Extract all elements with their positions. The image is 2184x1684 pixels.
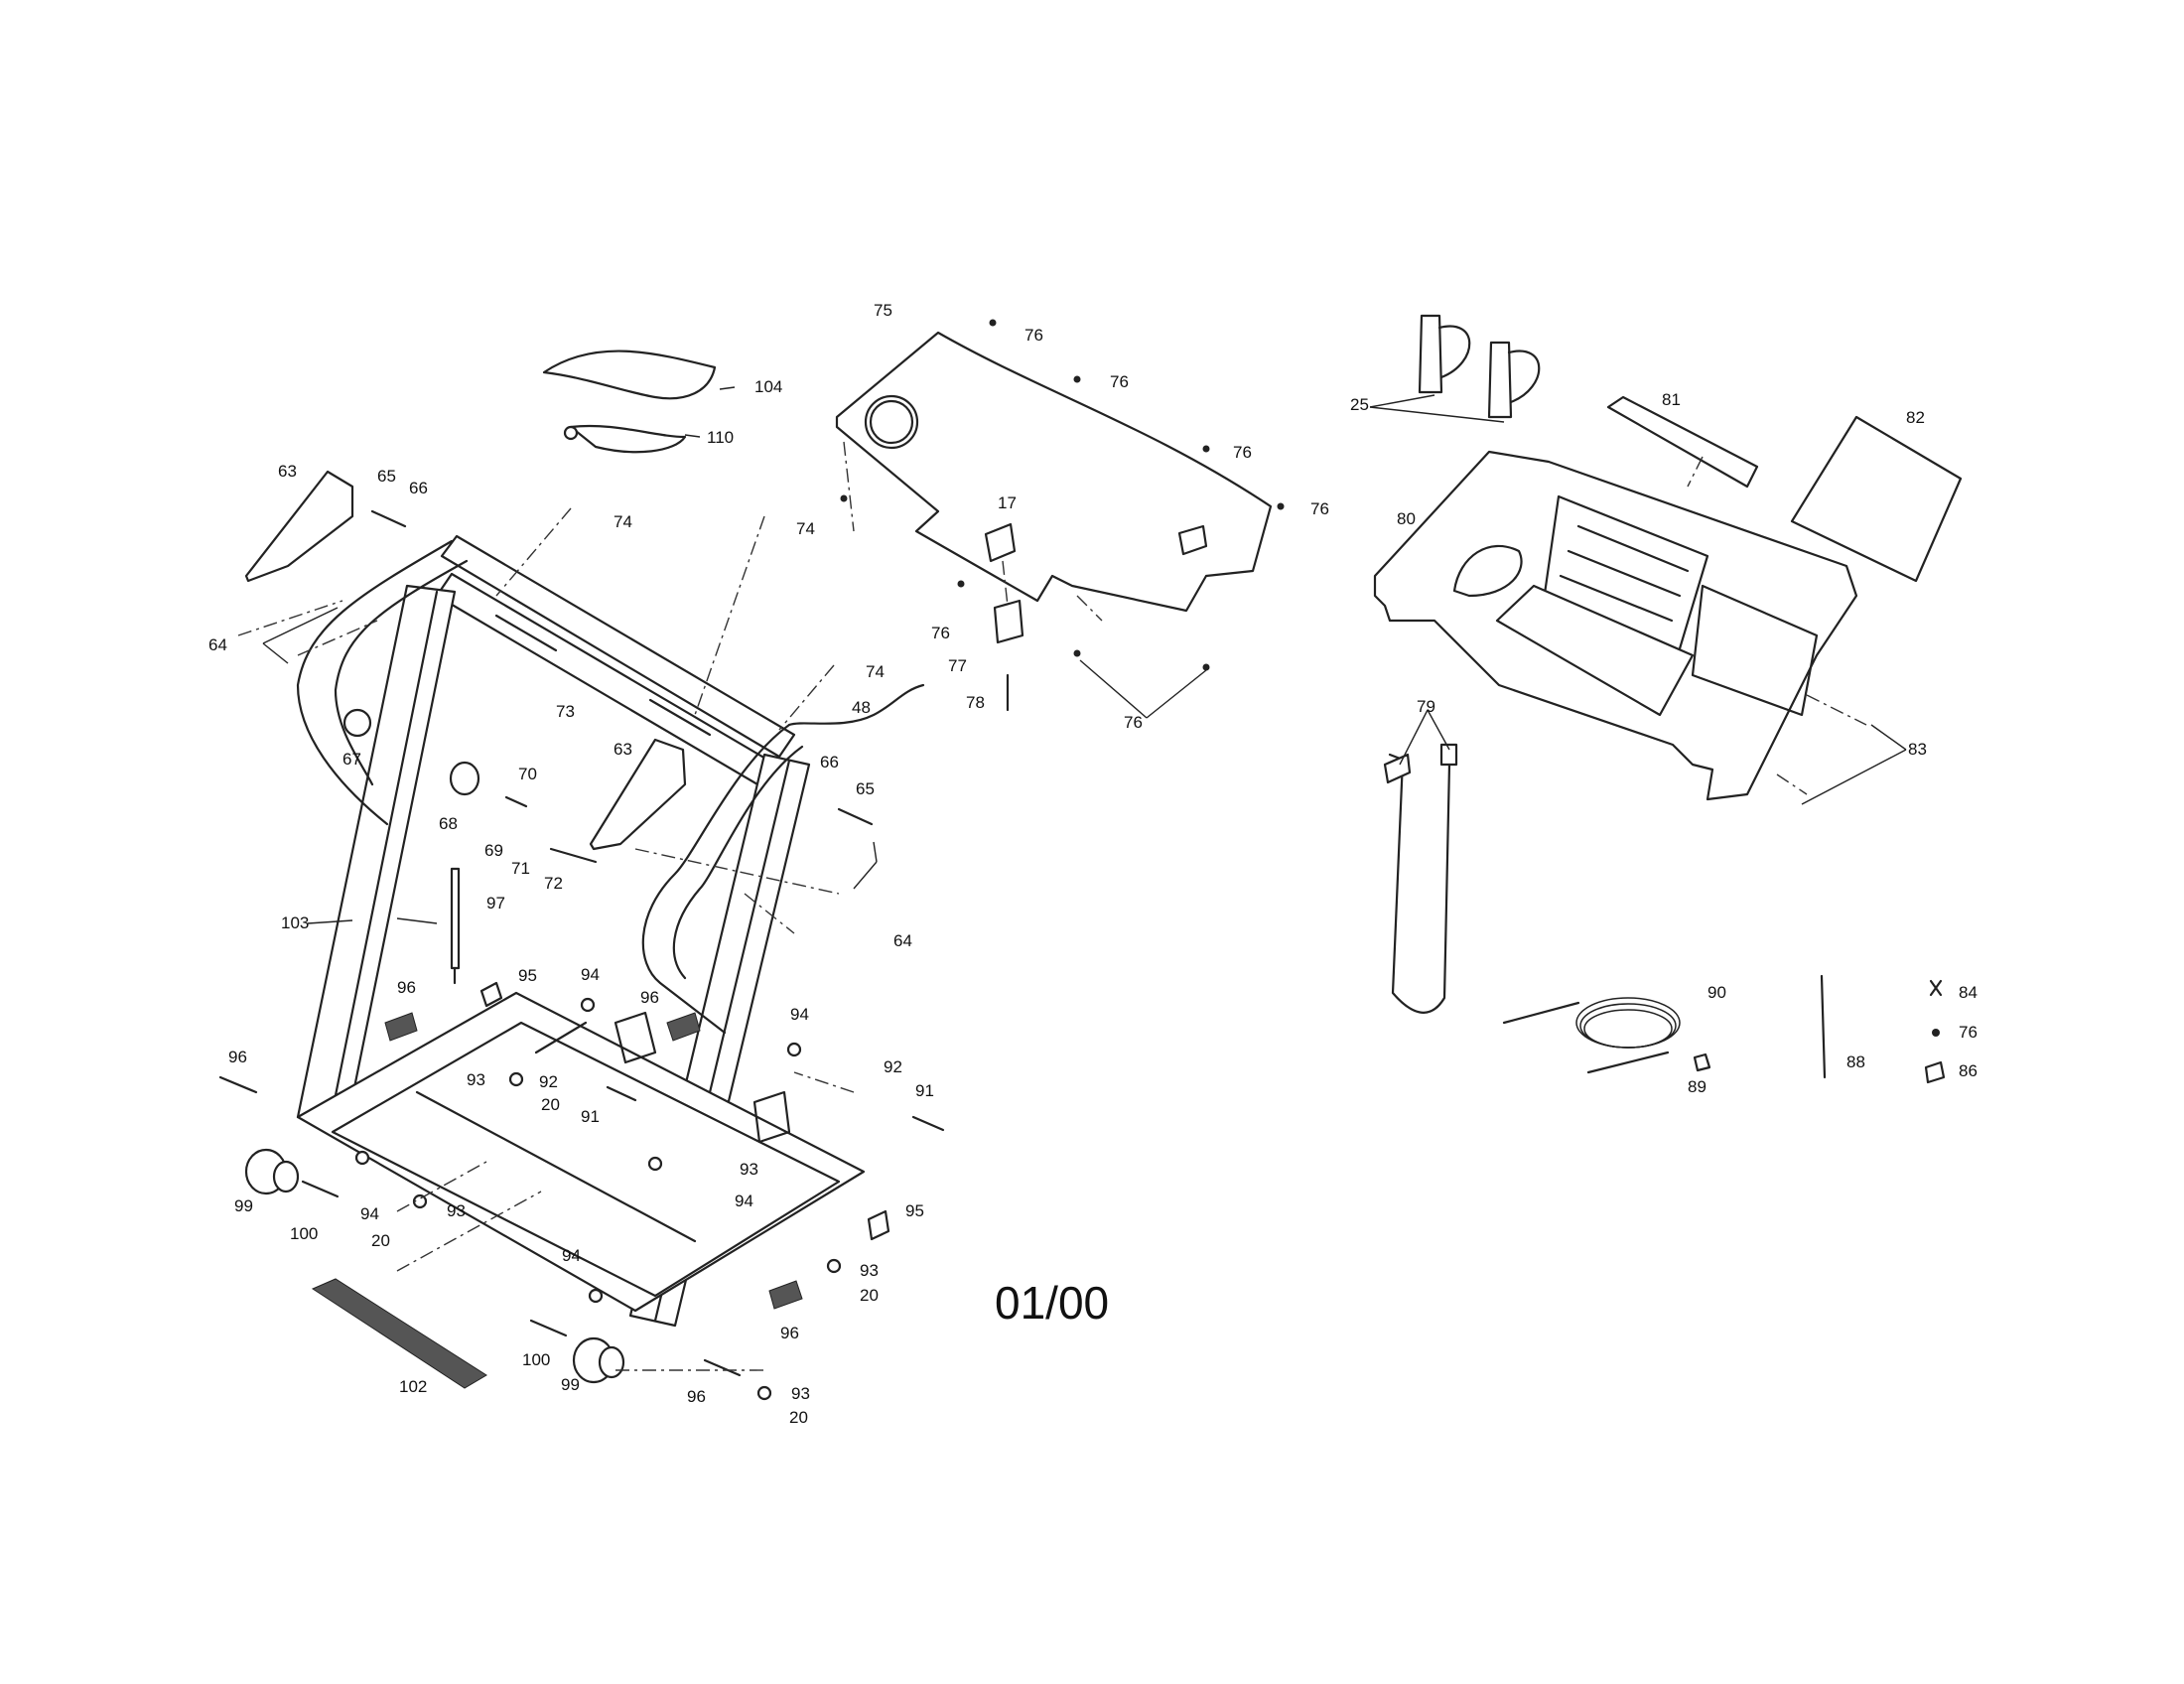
callout-93b: 94 xyxy=(790,1005,809,1024)
callout-96b: 95 xyxy=(905,1201,924,1220)
callout-93d: 94 xyxy=(562,1246,581,1265)
callout-93c: 94 xyxy=(360,1204,379,1223)
callout-79: 79 xyxy=(1417,697,1435,716)
upright-frame-assembly xyxy=(218,470,945,1401)
callout-99b: 99 xyxy=(561,1375,580,1394)
callout-97a: 96 xyxy=(397,978,416,997)
callout-82: 82 xyxy=(1906,408,1925,427)
callout-69: 69 xyxy=(484,841,503,860)
left-handrail xyxy=(296,539,454,826)
callout-95: 94 xyxy=(735,1192,753,1210)
callout-96a: 95 xyxy=(518,966,537,985)
callout-76e: 76 xyxy=(931,624,950,642)
callout-66a: 66 xyxy=(409,479,428,497)
callout-86: 86 xyxy=(1959,1061,1978,1080)
date-code: 01/00 xyxy=(995,1277,1109,1329)
callout-74a: 74 xyxy=(614,512,632,531)
callout-75: 75 xyxy=(874,301,892,320)
callout-65a: 65 xyxy=(377,467,396,486)
callout-97c: 96 xyxy=(780,1324,799,1342)
step-pad xyxy=(311,1278,487,1389)
callout-94b: 93 xyxy=(740,1160,758,1179)
callout-88: 88 xyxy=(1846,1052,1865,1071)
motor-hood xyxy=(835,319,1285,712)
callout-100b: 100 xyxy=(522,1350,550,1369)
callout-89: 89 xyxy=(1688,1077,1706,1096)
callout-76d: 76 xyxy=(1310,499,1329,518)
callout-90: 90 xyxy=(1707,983,1726,1002)
callout-93a: 94 xyxy=(581,965,600,984)
callout-76a: 76 xyxy=(1024,326,1043,345)
callout-17: 17 xyxy=(998,493,1017,512)
callout-20c: 20 xyxy=(860,1286,879,1305)
callout-91b: 91 xyxy=(915,1081,934,1100)
callout-103: 103 xyxy=(281,913,309,932)
callout-74b: 74 xyxy=(796,519,815,538)
callout-80: 80 xyxy=(1397,509,1416,528)
callout-111: 110 xyxy=(707,428,734,447)
callout-63b: 63 xyxy=(614,740,632,759)
callout-99a: 99 xyxy=(234,1196,253,1215)
right-handrail xyxy=(641,723,791,1035)
callout-48: 48 xyxy=(852,698,871,717)
callout-64b: 64 xyxy=(893,931,912,950)
callout-102: 102 xyxy=(399,1377,427,1396)
callout-67: 67 xyxy=(342,750,361,769)
callout-72: 72 xyxy=(544,874,563,893)
callout-leaders xyxy=(262,386,1907,924)
callout-20b: 20 xyxy=(371,1231,390,1250)
callout-91a: 91 xyxy=(581,1107,600,1126)
callout-65b: 65 xyxy=(856,779,875,798)
crossbar xyxy=(440,534,796,759)
callout-100a: 100 xyxy=(290,1224,318,1243)
callout-104: 97 xyxy=(486,894,505,912)
callout-78: 78 xyxy=(966,693,985,712)
upright-cover-right xyxy=(589,738,687,851)
callout-20d: 20 xyxy=(789,1408,808,1427)
callout-110: 104 xyxy=(754,377,782,396)
callout-76b: 76 xyxy=(1110,372,1129,391)
callout-labels: 104 110 63 65 66 64 67 68 69 70 71 72 73… xyxy=(208,301,1978,1427)
callout-68: 68 xyxy=(439,814,458,833)
callout-76f: 76 xyxy=(1124,713,1143,732)
callout-94c: 93 xyxy=(447,1201,466,1220)
callout-83: 83 xyxy=(1908,740,1927,759)
callout-70: 70 xyxy=(518,765,537,783)
callout-74c: 74 xyxy=(866,662,885,681)
callout-98a: 96 xyxy=(228,1048,247,1066)
base-frame xyxy=(296,991,866,1313)
chest-strap xyxy=(542,350,717,454)
hardware xyxy=(1502,974,1946,1084)
callout-97b: 96 xyxy=(640,988,659,1007)
callout-76c: 76 xyxy=(1233,443,1252,462)
upright-cover-left xyxy=(244,470,354,583)
console-assembly xyxy=(1373,314,1963,1014)
callout-71: 71 xyxy=(511,859,530,878)
callout-66b: 66 xyxy=(820,753,839,772)
callout-25: 25 xyxy=(1350,395,1369,414)
callout-73: 73 xyxy=(556,702,575,721)
callout-92b: 92 xyxy=(884,1057,902,1076)
callout-20a: 20 xyxy=(541,1095,560,1114)
callout-94a: 93 xyxy=(467,1070,485,1089)
callout-84: 84 xyxy=(1959,983,1978,1002)
callout-77: 77 xyxy=(948,656,967,675)
callout-63a: 63 xyxy=(278,462,297,481)
callout-92a: 92 xyxy=(539,1072,558,1091)
callout-94d: 93 xyxy=(860,1261,879,1280)
callout-76g: 76 xyxy=(1959,1023,1978,1042)
callout-98b: 96 xyxy=(687,1387,706,1406)
callout-64a: 64 xyxy=(208,635,227,654)
callout-81: 81 xyxy=(1662,390,1681,409)
callout-94e: 93 xyxy=(791,1384,810,1403)
